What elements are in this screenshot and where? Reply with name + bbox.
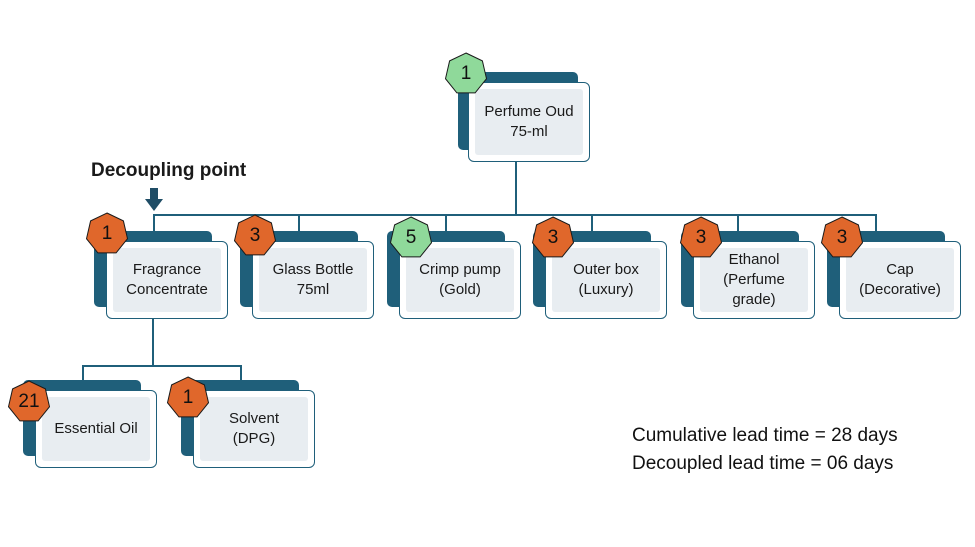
node-label: Fragrance Concentrate xyxy=(113,248,221,312)
node-label: Essential Oil xyxy=(42,397,150,461)
down-arrow-icon xyxy=(145,188,163,211)
connector-drop-6 xyxy=(875,214,877,232)
connector-level2-bar xyxy=(82,365,242,367)
connector-drop-1 xyxy=(153,214,155,232)
node-label: Glass Bottle 75ml xyxy=(259,248,367,312)
lead-time-badge-glass-bottle: 3 xyxy=(233,214,277,258)
lead-time-badge-cap: 3 xyxy=(820,216,864,260)
decoupled-lead-time: Decoupled lead time = 06 days xyxy=(632,453,894,474)
node-crimp-pump: Crimp pump (Gold) xyxy=(387,231,521,319)
node-perfume-oud: Perfume Oud 75-ml xyxy=(458,72,592,162)
connector-level1-bar xyxy=(153,214,876,216)
connector-drop-solvent xyxy=(240,365,242,381)
connector-drop-4 xyxy=(591,214,593,232)
node-outer-box: Outer box (Luxury) xyxy=(533,231,667,319)
connector-drop-2 xyxy=(298,214,300,232)
cumulative-lead-time: Cumulative lead time = 28 days xyxy=(632,425,898,446)
connector-root-down xyxy=(515,160,517,216)
node-label: Perfume Oud 75-ml xyxy=(475,89,583,155)
lead-time-summary: Cumulative lead time = 28 days Decoupled… xyxy=(632,422,898,478)
node-label: Solvent (DPG) xyxy=(200,397,308,461)
node-label: Cap (Decorative) xyxy=(846,248,954,312)
lead-time-badge-outer-box: 3 xyxy=(531,216,575,260)
node-fragrance-concentrate: Fragrance Concentrate xyxy=(94,231,228,319)
node-label: Outer box (Luxury) xyxy=(552,248,660,312)
connector-drop-5 xyxy=(737,214,739,232)
node-solvent: Solvent (DPG) xyxy=(181,380,315,468)
lead-time-badge-ethanol: 3 xyxy=(679,216,723,260)
connector-drop-3 xyxy=(445,214,447,232)
node-label: Ethanol (Perfume grade) xyxy=(700,248,808,312)
node-label: Crimp pump (Gold) xyxy=(406,248,514,312)
connector-fragrance-down xyxy=(152,316,154,366)
lead-time-badge-root: 1 xyxy=(444,52,488,96)
lead-time-badge-crimp-pump: 5 xyxy=(389,216,433,260)
lead-time-badge-fragrance: 1 xyxy=(85,212,129,256)
lead-time-badge-essential-oil: 21 xyxy=(7,380,51,424)
decoupling-point-label: Decoupling point xyxy=(91,160,247,181)
lead-time-badge-solvent: 1 xyxy=(166,376,210,420)
node-cap: Cap (Decorative) xyxy=(827,231,961,319)
connector-drop-oil xyxy=(82,365,84,381)
